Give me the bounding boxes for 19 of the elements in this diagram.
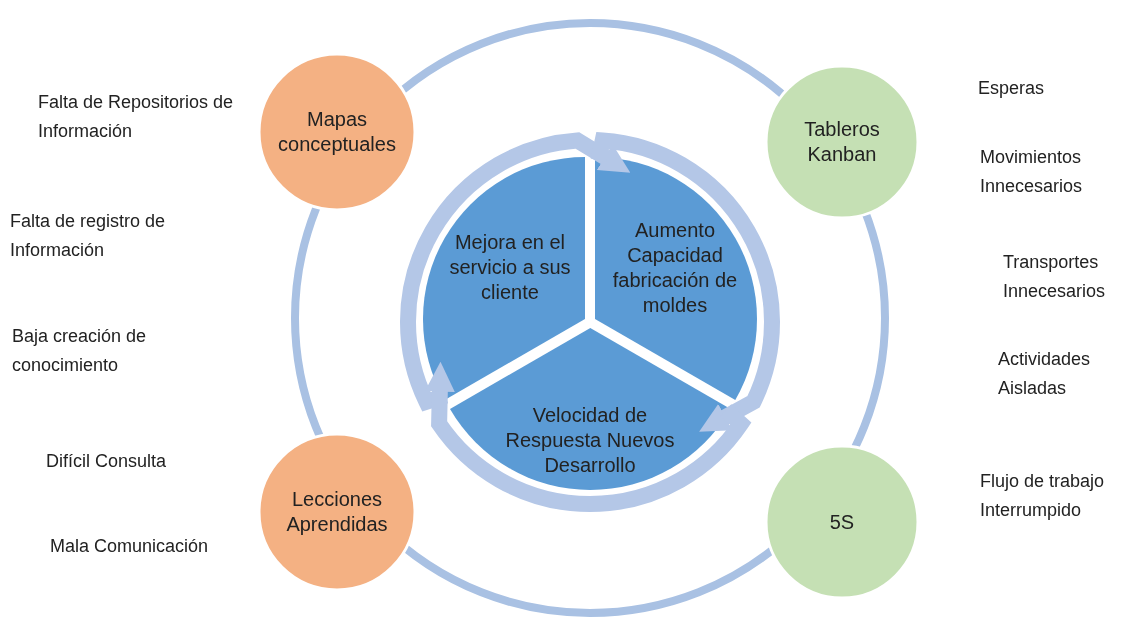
node-text: 5S (829, 509, 855, 535)
note-text: Movimientos Innecesarios (980, 146, 1084, 198)
note-text: Baja creación de conocimiento (12, 325, 148, 377)
note-text: Actividades Aisladas (998, 348, 1092, 400)
note-text: Difícil Consulta (46, 450, 168, 473)
note-text: Falta de Repositorios de Información (38, 91, 235, 143)
cycle-arrow (400, 132, 631, 410)
node-text: Mapas conceptuales (277, 107, 397, 157)
note-text: Esperas (978, 77, 1046, 100)
node-text: Lecciones Aprendidas (285, 487, 389, 537)
note-text: Mala Comunicación (50, 535, 210, 558)
node-text: Velocidad de Respuesta Nuevos Desarrollo (504, 402, 676, 478)
note-text: Flujo de trabajo Interrumpido (980, 470, 1106, 522)
note-text: Falta de registro de Información (10, 210, 167, 262)
node-text: Tableros Kanban (803, 117, 881, 167)
node-text: Aumento Capacidad fabricación de moldes (611, 217, 739, 318)
cycle-arrow (590, 132, 780, 432)
note-text: Transportes Innecesarios (1003, 251, 1107, 303)
node-text: Mejora en el servicio a sus cliente (448, 230, 572, 305)
